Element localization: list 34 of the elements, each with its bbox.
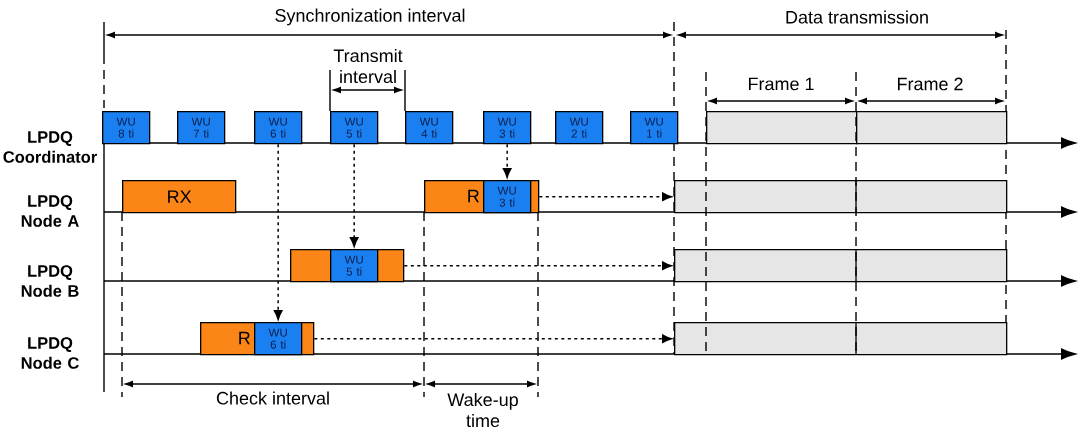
dimension-label: Frame 2 <box>898 77 963 91</box>
row-label: LPDQ Node B <box>21 265 79 297</box>
signal-arrow <box>349 143 359 247</box>
dimension-label: Frame 1 <box>749 77 814 91</box>
signal-arrow <box>403 261 672 270</box>
row-label: LPDQ Node A <box>21 195 79 227</box>
signal-arrow <box>273 143 283 320</box>
packet-box: WU 2 ti <box>555 111 604 145</box>
packet-box: WU 3 ti <box>483 111 532 145</box>
packet-box: WU 5 ti <box>330 249 379 283</box>
signal-arrow <box>313 334 672 344</box>
data-frame-box <box>674 248 1008 283</box>
packet-box: WU 5 ti <box>330 111 379 145</box>
packet-box: WU 3 ti <box>483 180 532 214</box>
packet-box: WU 1 ti <box>630 111 679 145</box>
row-label: LPDQ Coordinator <box>3 131 97 163</box>
data-frame-box <box>706 111 858 145</box>
dimension-label: Data transmission <box>786 10 928 24</box>
dimension-label: Transmit interval <box>333 48 403 84</box>
dimension-label: Synchronization interval <box>275 8 465 26</box>
dimension-label: Check interval <box>216 391 329 405</box>
packet-box: WU 6 ti <box>254 111 303 145</box>
packet-box: WU 4 ti <box>405 111 454 145</box>
row-label: LPDQ Node C <box>21 337 79 369</box>
packet-box: WU 8 ti <box>102 111 151 145</box>
packet-box: WU 6 ti <box>254 322 303 356</box>
packet-box: WU 7 ti <box>177 111 226 145</box>
listen-window-box: RX <box>122 180 237 214</box>
data-frame-box <box>674 321 1008 356</box>
signal-arrow <box>538 192 672 201</box>
data-frame-box <box>674 179 1008 214</box>
dimension-label: Wake-up time <box>447 392 518 428</box>
signal-arrow <box>502 143 512 178</box>
data-frame-box <box>856 111 1008 145</box>
